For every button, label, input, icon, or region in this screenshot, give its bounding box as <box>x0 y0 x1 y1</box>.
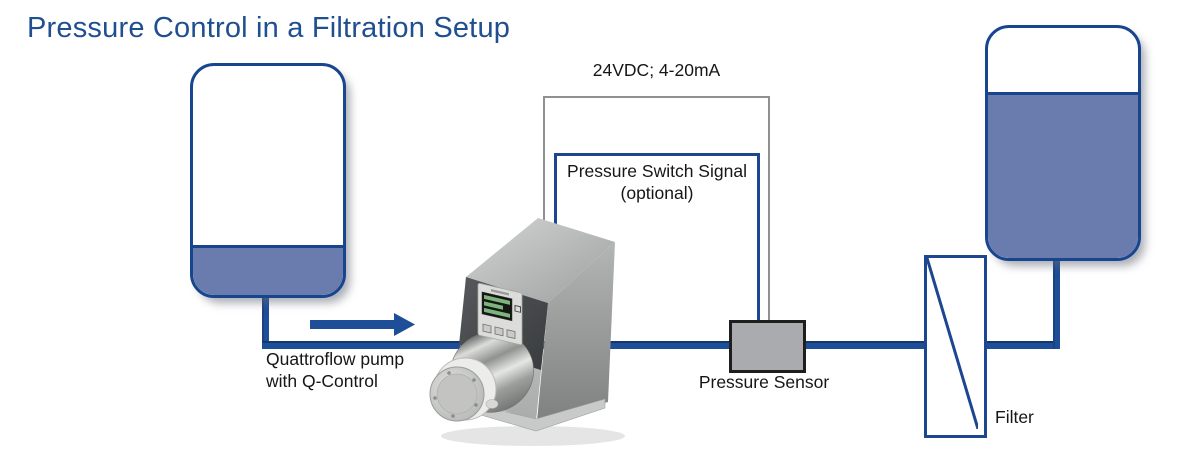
pump-display <box>477 282 523 346</box>
signal-line-24vdc-left <box>543 96 545 234</box>
label-pump-line2: with Q-Control <box>266 371 378 391</box>
pump-head-screw <box>433 396 437 400</box>
display-button <box>494 326 504 337</box>
label-filter: Filter <box>995 407 1034 427</box>
display-indicator <box>514 304 521 313</box>
pump-head-screw <box>474 403 478 407</box>
signal-line-24vdc-top <box>543 96 770 98</box>
flow-direction-arrow <box>310 313 415 336</box>
display-logo <box>491 289 509 296</box>
signal-line-24vdc-right <box>768 96 770 322</box>
signal-line-switch-right <box>757 153 760 322</box>
arrow-shaft <box>310 320 394 329</box>
quattroflow-pump-image <box>429 218 625 446</box>
label-pump-line1: Quattroflow pump <box>266 349 405 369</box>
label-pressure-sensor: Pressure Sensor <box>698 372 830 392</box>
label-quattroflow-pump: Quattroflow pump with Q-Control <box>266 348 404 392</box>
label-pressure-switch-line1: Pressure Switch Signal <box>567 161 747 181</box>
pipe-filter-to-tank <box>978 341 1060 349</box>
pump-head-inner-plate <box>436 373 478 415</box>
display-lcd-row <box>484 294 510 305</box>
display-button <box>482 323 492 334</box>
pressure-sensor-box <box>729 320 806 373</box>
pump-right-face <box>537 242 615 421</box>
pump-head-screw <box>451 414 455 418</box>
signal-line-switch-left <box>554 153 557 243</box>
pump-top-face <box>466 218 615 303</box>
label-pressure-switch-signal: Pressure Switch Signal (optional) <box>554 160 760 204</box>
left-feed-tank <box>190 63 346 298</box>
filter-diagonal <box>925 257 980 430</box>
arrow-head <box>394 313 415 336</box>
display-lcd-row <box>484 307 510 318</box>
diagram-title: Pressure Control in a Filtration Setup <box>27 12 511 44</box>
pipe-right-tank-inlet <box>1053 250 1060 349</box>
left-tank-liquid <box>193 245 343 295</box>
pipe-left-tank-outlet <box>262 288 269 349</box>
display-lcd-row <box>484 301 503 310</box>
pump-head-screw <box>472 378 476 382</box>
pump-head-screw <box>447 371 451 375</box>
filter-diagonal-line <box>925 257 980 430</box>
filter-box <box>924 255 987 438</box>
pump-head-port <box>485 399 499 409</box>
display-button <box>506 329 516 340</box>
label-24vdc-signal: 24VDC; 4-20mA <box>592 60 721 80</box>
right-collection-tank <box>985 25 1141 261</box>
signal-line-switch-top <box>554 153 760 156</box>
right-tank-liquid <box>988 92 1138 258</box>
pump-shadow <box>441 426 625 446</box>
label-pressure-switch-line2: (optional) <box>620 183 694 203</box>
